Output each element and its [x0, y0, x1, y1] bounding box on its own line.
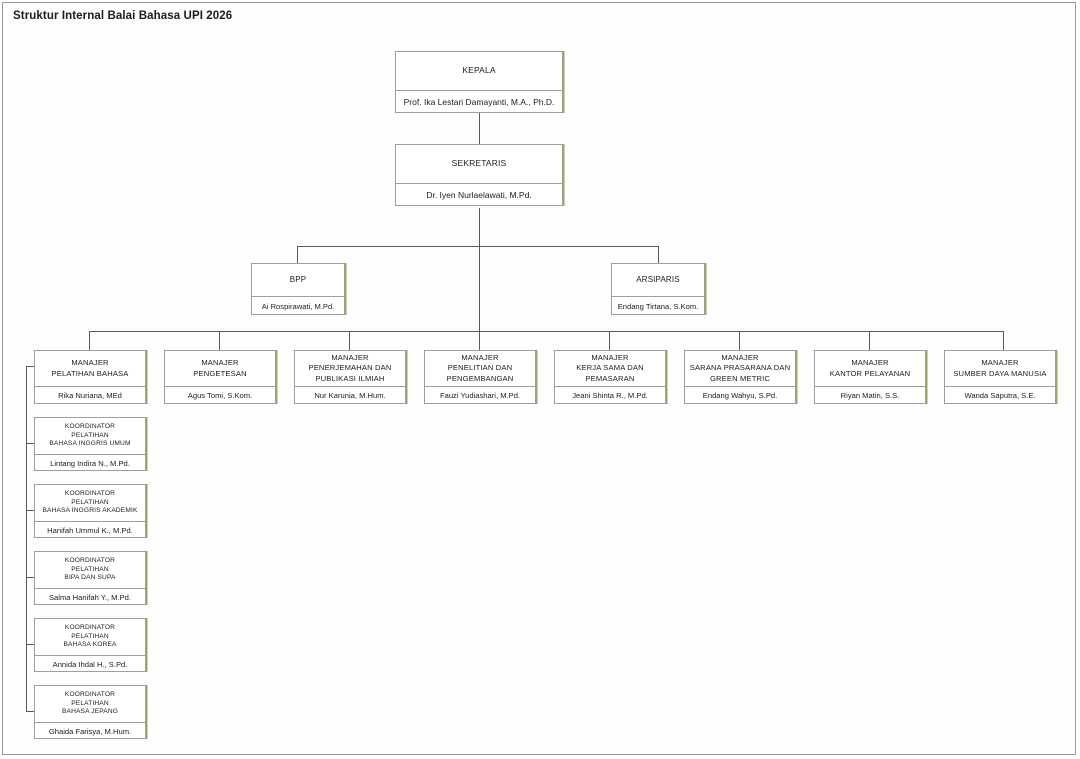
node-manager-4-name: Fauzi Yudiashari, M.Pd. — [425, 386, 535, 404]
node-manager-kerja-sama[interactable]: MANAJER KERJA SAMA DAN PEMASARAN Jeani S… — [554, 350, 666, 404]
node-manager-6-name: Endang Wahyu, S.Pd. — [685, 386, 795, 404]
connector-drop-manager-2 — [219, 331, 220, 350]
node-manager-pelatihan-bahasa[interactable]: MANAJER PELATIHAN BAHASA Rika Nuriana, M… — [34, 350, 146, 404]
node-manager-7-title: MANAJER KANTOR PELAYANAN — [829, 358, 911, 378]
connector-stub-coordinator-1 — [26, 443, 35, 444]
connector-drop-manager-7 — [869, 331, 870, 350]
node-manager-7-name: Riyan Matin, S.S. — [815, 386, 925, 404]
connector-drop-manager-5 — [609, 331, 610, 350]
node-coordinator-1-name: Lintang Indira N., M.Pd. — [35, 454, 145, 471]
connector-drop-manager-3 — [349, 331, 350, 350]
node-manager-sarana-prasarana[interactable]: MANAJER SARANA PRASARANA DAN GREEN METRI… — [684, 350, 796, 404]
connector-stub-manager-pelatihan — [26, 366, 35, 367]
node-manager-penelitian[interactable]: MANAJER PENELITIAN DAN PENGEMBANGAN Fauz… — [424, 350, 536, 404]
node-unit-bpp-name: Ai Rospirawati, M.Pd. — [252, 296, 344, 315]
node-coordinator-bahasa-korea[interactable]: KOORDINATOR PELATIHAN BAHASA KOREA Annid… — [34, 618, 146, 672]
node-coordinator-3-name: Salma Hanifah Y., M.Pd. — [35, 588, 145, 605]
node-sekretaris-title: SEKRETARIS — [451, 158, 507, 169]
node-kepala-name: Prof. Ika Lestari Damayanti, M.A., Ph.D. — [396, 90, 562, 113]
node-coordinator-3-title: KOORDINATOR PELATIHAN BIPA DAN SUPA — [64, 556, 116, 582]
node-manager-1-title: MANAJER PELATIHAN BAHASA — [51, 358, 129, 378]
connector-manager-bus — [89, 331, 1003, 332]
node-coordinator-bahasa-jepang[interactable]: KOORDINATOR PELATIHAN BAHASA JEPANG Ghai… — [34, 685, 146, 739]
node-coordinator-1-title: KOORDINATOR PELATIHAN BAHASA INGGRIS UMU… — [49, 422, 131, 448]
connector-stub-coordinator-3 — [26, 577, 35, 578]
connector-stub-coordinator-4 — [26, 644, 35, 645]
node-manager-4-title: MANAJER PENELITIAN DAN PENGEMBANGAN — [446, 353, 514, 383]
connector-kepala-sekretaris — [479, 113, 480, 144]
node-manager-3-name: Nur Karunia, M.Hum. — [295, 386, 405, 404]
node-coordinator-bipa-dan-supa[interactable]: KOORDINATOR PELATIHAN BIPA DAN SUPA Salm… — [34, 551, 146, 605]
node-unit-arsiparis-name: Endang Tirtana, S.Kom. — [612, 296, 704, 315]
connector-coordinator-spine — [26, 366, 27, 711]
node-coordinator-2-title: KOORDINATOR PELATIHAN BAHASA INGGRIS AKA… — [42, 489, 138, 515]
node-unit-arsiparis[interactable]: ARSIPARIS Endang Tirtana, S.Kom. — [611, 263, 705, 315]
node-manager-sumber-daya-manusia[interactable]: MANAJER SUMBER DAYA MANUSIA Wanda Saputr… — [944, 350, 1056, 404]
node-manager-1-name: Rika Nuriana, MEd — [35, 386, 145, 404]
node-manager-6-title: MANAJER SARANA PRASARANA DAN GREEN METRI… — [689, 353, 791, 383]
node-manager-pengetesan[interactable]: MANAJER PENGETESAN Agus Tomi, S.Kom. — [164, 350, 276, 404]
node-unit-bpp[interactable]: BPP Ai Rospirawati, M.Pd. — [251, 263, 345, 315]
node-unit-bpp-title: BPP — [289, 274, 307, 284]
connector-drop-manager-4 — [479, 331, 480, 350]
node-coordinator-4-title: KOORDINATOR PELATIHAN BAHASA KOREA — [63, 623, 117, 649]
node-coordinator-4-name: Annida Ihdal H., S.Pd. — [35, 655, 145, 672]
node-manager-5-name: Jeani Shinta R., M.Pd. — [555, 386, 665, 404]
node-coordinator-2-name: Hanifah Ummul K., M.Pd. — [35, 521, 145, 538]
node-manager-5-title: MANAJER KERJA SAMA DAN PEMASARAN — [576, 353, 644, 383]
node-coordinator-5-title: KOORDINATOR PELATIHAN BAHASA JEPANG — [61, 690, 119, 716]
node-manager-8-title: MANAJER SUMBER DAYA MANUSIA — [953, 358, 1047, 378]
node-sekretaris[interactable]: SEKRETARIS Dr. Iyen Nurlaelawati, M.Pd. — [395, 144, 563, 206]
node-manager-3-title: MANAJER PENERJEMAHAN DAN PUBLIKASI ILMIA… — [308, 353, 392, 383]
connector-drop-manager-1 — [89, 331, 90, 350]
connector-unit-bus — [297, 246, 659, 247]
connector-drop-manager-6 — [739, 331, 740, 350]
connector-drop-bpp — [297, 246, 298, 263]
connector-center-spine — [479, 246, 480, 331]
node-sekretaris-name: Dr. Iyen Nurlaelawati, M.Pd. — [396, 183, 562, 206]
page-title: Struktur Internal Balai Bahasa UPI 2026 — [13, 10, 233, 22]
node-manager-kantor-pelayanan[interactable]: MANAJER KANTOR PELAYANAN Riyan Matin, S.… — [814, 350, 926, 404]
connector-drop-manager-8 — [1003, 331, 1004, 350]
node-manager-8-name: Wanda Saputra, S.E. — [945, 386, 1055, 404]
node-manager-penerjemahan[interactable]: MANAJER PENERJEMAHAN DAN PUBLIKASI ILMIA… — [294, 350, 406, 404]
connector-stub-coordinator-2 — [26, 510, 35, 511]
node-manager-2-name: Agus Tomi, S.Kom. — [165, 386, 275, 404]
connector-sekretaris-down — [479, 208, 480, 246]
node-manager-2-title: MANAJER PENGETESAN — [193, 358, 247, 378]
connector-drop-arsiparis — [658, 246, 659, 263]
node-kepala-title: KEPALA — [462, 65, 496, 76]
node-coordinator-5-name: Ghaida Farisya, M.Hum. — [35, 722, 145, 739]
connector-stub-coordinator-5 — [26, 711, 35, 712]
node-unit-arsiparis-title: ARSIPARIS — [636, 274, 680, 284]
node-coordinator-bahasa-inggris-umum[interactable]: KOORDINATOR PELATIHAN BAHASA INGGRIS UMU… — [34, 417, 146, 471]
node-coordinator-bahasa-inggris-akademik[interactable]: KOORDINATOR PELATIHAN BAHASA INGGRIS AKA… — [34, 484, 146, 538]
node-kepala[interactable]: KEPALA Prof. Ika Lestari Damayanti, M.A.… — [395, 51, 563, 113]
